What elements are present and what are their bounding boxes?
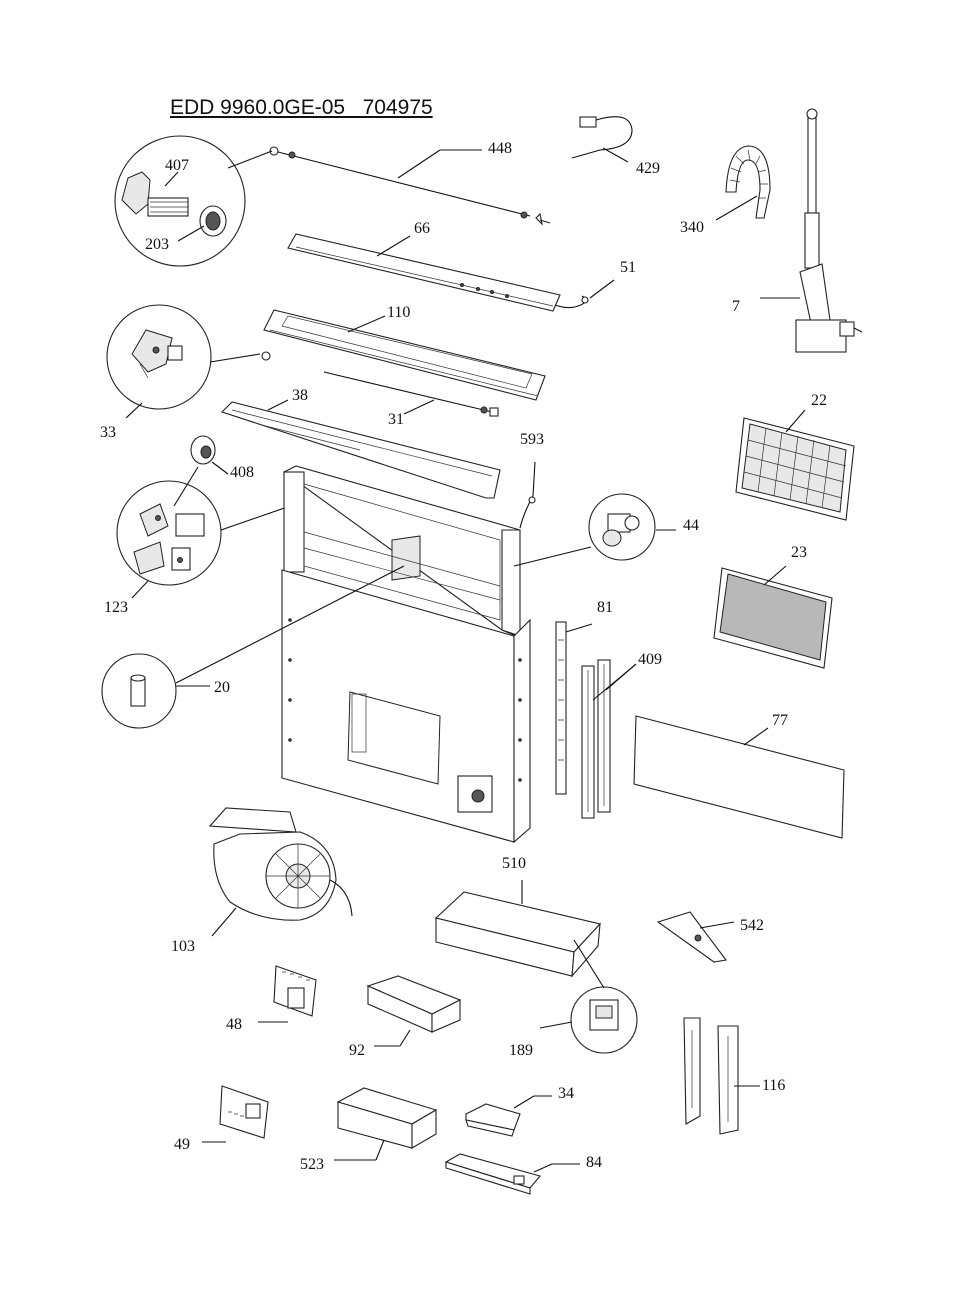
detail-circle-33	[106, 304, 212, 410]
part-7-lift-actuator[interactable]	[795, 108, 863, 353]
part-408-roller[interactable]	[190, 435, 216, 465]
callout-7: 7	[732, 298, 740, 315]
callout-116: 116	[762, 1077, 785, 1094]
part-429-cable[interactable]	[571, 116, 633, 159]
drawing-title: EDD 9960.0GE-05 704975	[170, 96, 433, 119]
detail-circle-123	[116, 480, 222, 586]
callout-48: 48	[226, 1016, 242, 1033]
callout-38: 38	[292, 387, 308, 404]
part-448-rod[interactable]	[269, 146, 551, 226]
part-542-bracket[interactable]	[656, 911, 727, 963]
part-23-carbon-filter[interactable]	[713, 567, 833, 669]
part-48-circuit-board[interactable]	[273, 965, 317, 1017]
part-77-front-panel[interactable]	[633, 715, 845, 839]
part-409-slide-rails[interactable]	[581, 659, 611, 819]
part-110-frame[interactable]	[263, 309, 546, 401]
detail-circle-189	[570, 986, 638, 1054]
callout-81: 81	[597, 599, 613, 616]
part-main-housing[interactable]	[281, 569, 531, 844]
callout-123: 123	[104, 599, 128, 616]
callout-510: 510	[502, 855, 526, 872]
callout-34: 34	[558, 1085, 574, 1102]
callout-31: 31	[388, 411, 404, 428]
part-81-rail[interactable]	[555, 621, 567, 795]
part-31-rod[interactable]	[323, 371, 499, 417]
part-523-transformer-box[interactable]	[336, 1087, 438, 1149]
part-510-electronics-box[interactable]	[434, 891, 602, 978]
callout-523: 523	[300, 1156, 324, 1173]
part-51-cable[interactable]	[554, 295, 589, 309]
detail-circle-407-203	[114, 135, 246, 267]
callout-44: 44	[683, 517, 699, 534]
part-116-brackets[interactable]	[683, 1017, 739, 1135]
part-84-ballast[interactable]	[444, 1153, 541, 1195]
callout-189: 189	[509, 1042, 533, 1059]
part-lift-frame-upper[interactable]	[282, 465, 521, 637]
callout-66: 66	[414, 220, 430, 237]
callout-49: 49	[174, 1136, 190, 1153]
callout-110: 110	[387, 304, 410, 321]
callout-77: 77	[772, 712, 788, 729]
part-593-cable[interactable]	[519, 461, 536, 529]
callout-33: 33	[100, 424, 116, 441]
callout-340: 340	[680, 219, 704, 236]
callout-84: 84	[586, 1154, 602, 1171]
callout-408: 408	[230, 464, 254, 481]
callout-51: 51	[620, 259, 636, 276]
callout-448: 448	[488, 140, 512, 157]
part-66-control-panel[interactable]	[287, 233, 561, 312]
callout-593: 593	[520, 431, 544, 448]
callout-407: 407	[165, 157, 189, 174]
callout-429: 429	[636, 160, 660, 177]
part-92-control-box[interactable]	[366, 975, 462, 1033]
part-22-grease-filter[interactable]	[735, 417, 855, 521]
callout-542: 542	[740, 917, 764, 934]
detail-circle-44	[588, 493, 656, 561]
callout-203: 203	[145, 236, 169, 253]
callout-92: 92	[349, 1042, 365, 1059]
callout-22: 22	[811, 392, 827, 409]
part-34-ballast[interactable]	[465, 1103, 521, 1137]
callout-20: 20	[214, 679, 230, 696]
detail-circle-20	[101, 653, 177, 729]
part-103-blower[interactable]	[208, 807, 353, 921]
part-38-trim[interactable]	[220, 401, 501, 499]
part-49-circuit-board[interactable]	[219, 1085, 269, 1139]
callout-23: 23	[791, 544, 807, 561]
callout-103: 103	[171, 938, 195, 955]
part-340-cable-chain[interactable]	[725, 145, 771, 219]
callout-409: 409	[638, 651, 662, 668]
